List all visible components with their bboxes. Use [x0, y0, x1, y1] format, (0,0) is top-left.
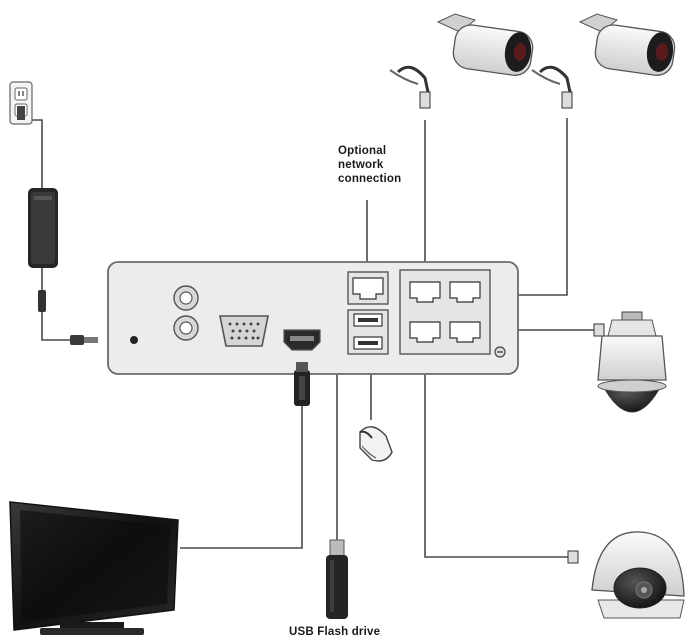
- camera-port-3: [409, 321, 441, 343]
- network-label-line-1: Optional: [338, 145, 387, 157]
- usb-flash-drive: [326, 539, 348, 619]
- camera-port-2: [449, 281, 481, 303]
- hdmi-port: [283, 329, 321, 351]
- ground-terminal: [494, 346, 506, 358]
- dome-camera: [567, 531, 685, 619]
- tv-monitor: [9, 501, 179, 635]
- power-cable-nvr: [41, 265, 75, 341]
- usb-flash-drive-label: USB Flash drive: [289, 626, 381, 638]
- camera4-cable: [424, 345, 570, 558]
- power-jack: [130, 336, 138, 344]
- hdmi-plug: [294, 362, 310, 406]
- wall-outlet: [9, 81, 33, 125]
- camera-port-4: [449, 321, 481, 343]
- network-port: [347, 271, 389, 305]
- network-connection-label: Optional network connection: [338, 144, 418, 186]
- usb-mouse: [359, 426, 393, 462]
- power-adapter: [28, 188, 98, 345]
- nvr-recorder: [107, 261, 519, 375]
- usb-ports: [347, 309, 389, 355]
- bullet-camera-1: [389, 13, 534, 109]
- ptz-dome-camera: [593, 311, 667, 413]
- camera-port-1: [409, 281, 441, 303]
- network-label-line-2: network: [338, 159, 384, 171]
- vga-port: [219, 315, 269, 347]
- camera-ports: [399, 269, 491, 355]
- network-label-line-3: connection: [338, 173, 402, 185]
- bullet-camera-2: [531, 13, 676, 109]
- hdmi-cable: [180, 402, 303, 549]
